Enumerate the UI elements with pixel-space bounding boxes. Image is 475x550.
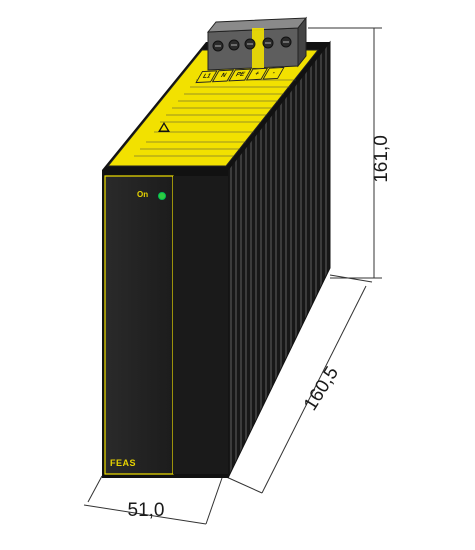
status-label: On [137,190,149,199]
terminal-block [206,16,308,71]
brand-logo: FEAS [110,458,137,468]
front-panel [102,170,228,478]
height-dimension-label: 161,0 [371,135,392,183]
width-dimension-label: 51,0 [127,500,165,521]
status-led-icon [158,192,166,200]
depth-dimension-lines [221,274,373,494]
width-dimension-lines [83,475,223,525]
height-dimension-lines [308,27,382,279]
